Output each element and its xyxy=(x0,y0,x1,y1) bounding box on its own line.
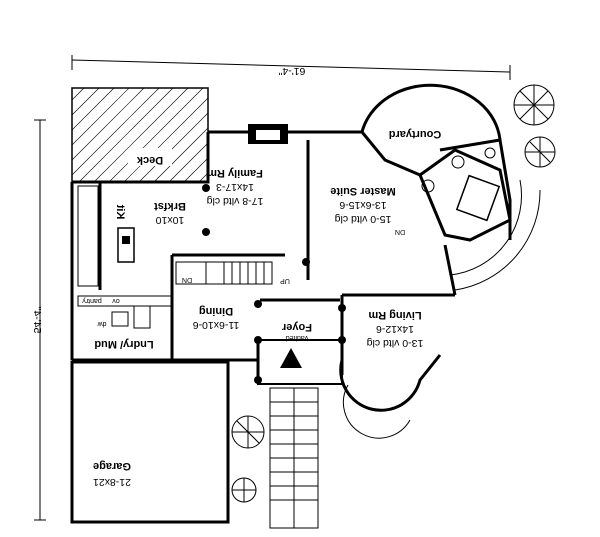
deck-label: Deck xyxy=(136,154,163,166)
garage-size: 21-8x21 xyxy=(93,476,131,488)
garage: Garage 21-8x21 xyxy=(70,360,230,524)
oven-label: ov xyxy=(112,297,120,304)
living-ceiling: 13-0 vltd clg xyxy=(367,337,424,349)
family-room: Family Rm 14x17-3 17-8 vltd clg xyxy=(207,167,264,207)
courtyard-label: Courtyard xyxy=(389,128,442,140)
stairs-up-label: UP xyxy=(280,277,290,284)
dining-room: Dining 11-6x10-6 xyxy=(193,305,240,331)
pantry-label: pantry xyxy=(82,297,102,304)
front-porch xyxy=(257,339,343,529)
living-room: Living Rm 14x12-6 13-0 vltd clg xyxy=(367,309,424,349)
family-room-name: Family Rm xyxy=(207,167,263,179)
family-room-ceiling: 17-8 vltd clg xyxy=(207,195,264,207)
entry-arrow xyxy=(280,348,302,368)
foyer-name: Foyer xyxy=(281,321,312,333)
foyer: Foyer vaulted xyxy=(281,321,312,341)
garage-name: Garage xyxy=(93,460,131,472)
deck-area xyxy=(71,87,209,183)
courtyard-wall xyxy=(360,83,502,141)
tree-cluster-front xyxy=(231,415,265,503)
laundry-fixtures xyxy=(111,305,151,329)
living-bay-window xyxy=(339,354,442,412)
stairs-down-label: DN xyxy=(182,276,192,283)
width-dimension: 61'-4" xyxy=(278,65,305,77)
tree-cluster-topright xyxy=(513,84,556,168)
foyer-note: vaulted xyxy=(286,334,309,341)
kitchen-label: Kit xyxy=(114,204,126,219)
walkway-arc xyxy=(449,179,523,276)
living-name: Living Rm xyxy=(368,309,421,321)
master-size: 13-6x15-6 xyxy=(339,199,386,211)
master-bath xyxy=(418,147,512,242)
dimension-lines xyxy=(34,55,511,521)
dining-name: Dining xyxy=(199,305,233,317)
dining-size: 11-6x10-6 xyxy=(193,319,240,331)
dishwasher-label: dw xyxy=(97,320,107,327)
laundry-label: Lndry/ Mud xyxy=(94,338,153,350)
kitchen-fixtures xyxy=(77,185,173,307)
master-stairs-down-label: DN xyxy=(395,228,405,235)
columns xyxy=(202,184,346,384)
living-size: 14x12-6 xyxy=(376,323,414,335)
master-name: Master Suite xyxy=(330,185,395,197)
breakfast-room: Brkfst 10x10 xyxy=(154,200,186,226)
depth-dimension: 54'-4" xyxy=(31,306,43,333)
staircase xyxy=(175,261,273,285)
family-room-size: 14x17-3 xyxy=(216,181,254,193)
master-ceiling: 15-0 vltd clg xyxy=(335,213,392,225)
breakfast-name: Brkfst xyxy=(154,200,186,212)
breakfast-size: 10x10 xyxy=(156,214,185,226)
master-suite: Master Suite 13-6x15-6 15-0 vltd clg xyxy=(330,185,395,225)
